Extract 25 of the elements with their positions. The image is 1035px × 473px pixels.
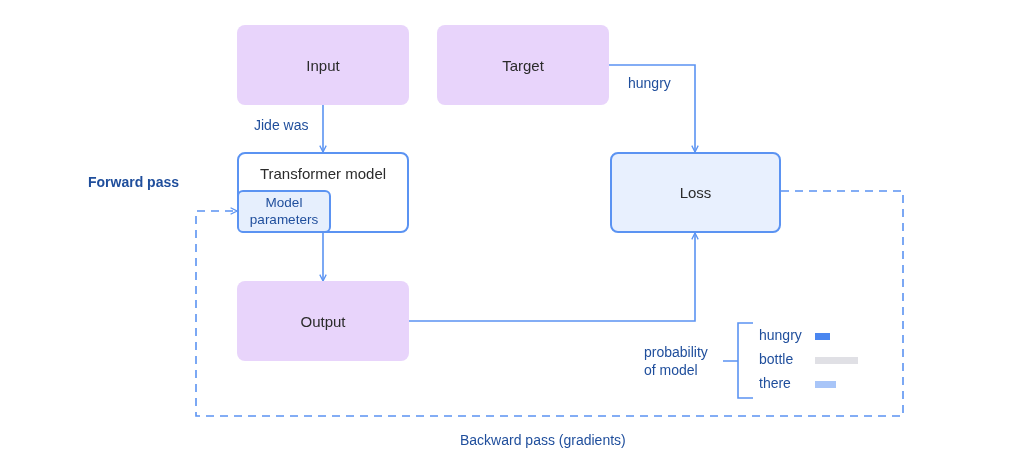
node-label: Model parameters xyxy=(248,194,320,229)
word-label: hungry xyxy=(759,327,802,343)
node-label: Output xyxy=(300,312,346,330)
arrow xyxy=(319,232,327,282)
word-label: bottle xyxy=(759,351,794,367)
arrow xyxy=(195,190,904,417)
node-label: Target xyxy=(502,56,544,74)
edge-label: Jide was xyxy=(252,117,311,133)
chart-label: probability of model xyxy=(644,344,709,379)
parameter-box xyxy=(237,190,331,233)
process-box xyxy=(237,281,409,361)
node-label: Loss xyxy=(679,184,712,201)
arrow xyxy=(319,104,327,153)
node-label: Input xyxy=(306,56,340,74)
section-label: Forward pass xyxy=(88,174,180,190)
process-box xyxy=(237,25,409,105)
loss-box xyxy=(610,152,781,233)
model-box xyxy=(237,152,409,233)
node-label: Transformer model xyxy=(259,165,387,182)
arrow xyxy=(608,64,699,153)
word-label: there xyxy=(759,375,791,391)
arrow xyxy=(408,232,699,322)
process-box xyxy=(437,25,609,105)
edge-label: Backward pass (gradients) xyxy=(458,432,628,448)
edge-label: hungry xyxy=(626,75,673,91)
